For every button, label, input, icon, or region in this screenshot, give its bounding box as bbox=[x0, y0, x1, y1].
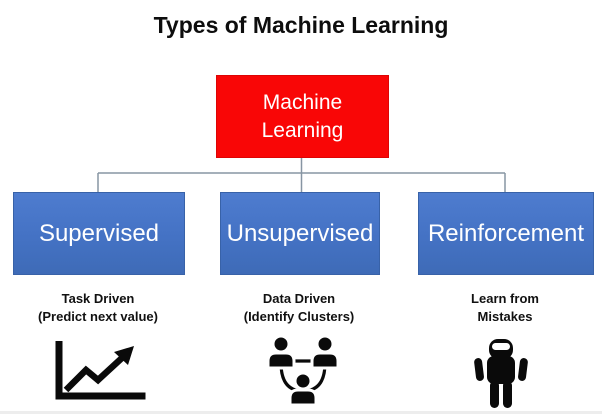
node-unsupervised-label: Unsupervised bbox=[226, 219, 374, 247]
image-bottom-edge bbox=[0, 411, 602, 414]
caption-reinforcement-line2: Mistakes bbox=[477, 309, 533, 325]
node-unsupervised: Unsupervised bbox=[220, 192, 380, 275]
node-supervised-label: Supervised bbox=[38, 219, 160, 247]
caption-reinforcement-line1: Learn from bbox=[471, 291, 539, 306]
caption-unsupervised-line2: (Identify Clusters) bbox=[243, 309, 355, 325]
node-reinforcement: Reinforcement bbox=[418, 192, 594, 275]
caption-unsupervised-line1: Data Driven bbox=[262, 291, 336, 306]
node-supervised: Supervised bbox=[13, 192, 185, 275]
caption-supervised-line2: (Predict next value) bbox=[38, 309, 158, 325]
node-reinforcement-label: Reinforcement bbox=[427, 219, 585, 247]
node-machine-learning-label: Machine Learning bbox=[261, 91, 344, 142]
caption-supervised-line1: Task Driven bbox=[61, 291, 135, 306]
people-cluster-icon bbox=[258, 334, 348, 410]
caption-unsupervised: Data Driven (Identify Clusters) bbox=[220, 290, 378, 326]
diagram-title: Types of Machine Learning bbox=[153, 12, 449, 38]
trend-chart-icon bbox=[50, 340, 150, 404]
caption-supervised: Task Driven (Predict next value) bbox=[13, 290, 183, 326]
caption-reinforcement: Learn from Mistakes bbox=[418, 290, 592, 326]
node-machine-learning: Machine Learning bbox=[216, 75, 389, 158]
robot-icon bbox=[470, 338, 532, 410]
